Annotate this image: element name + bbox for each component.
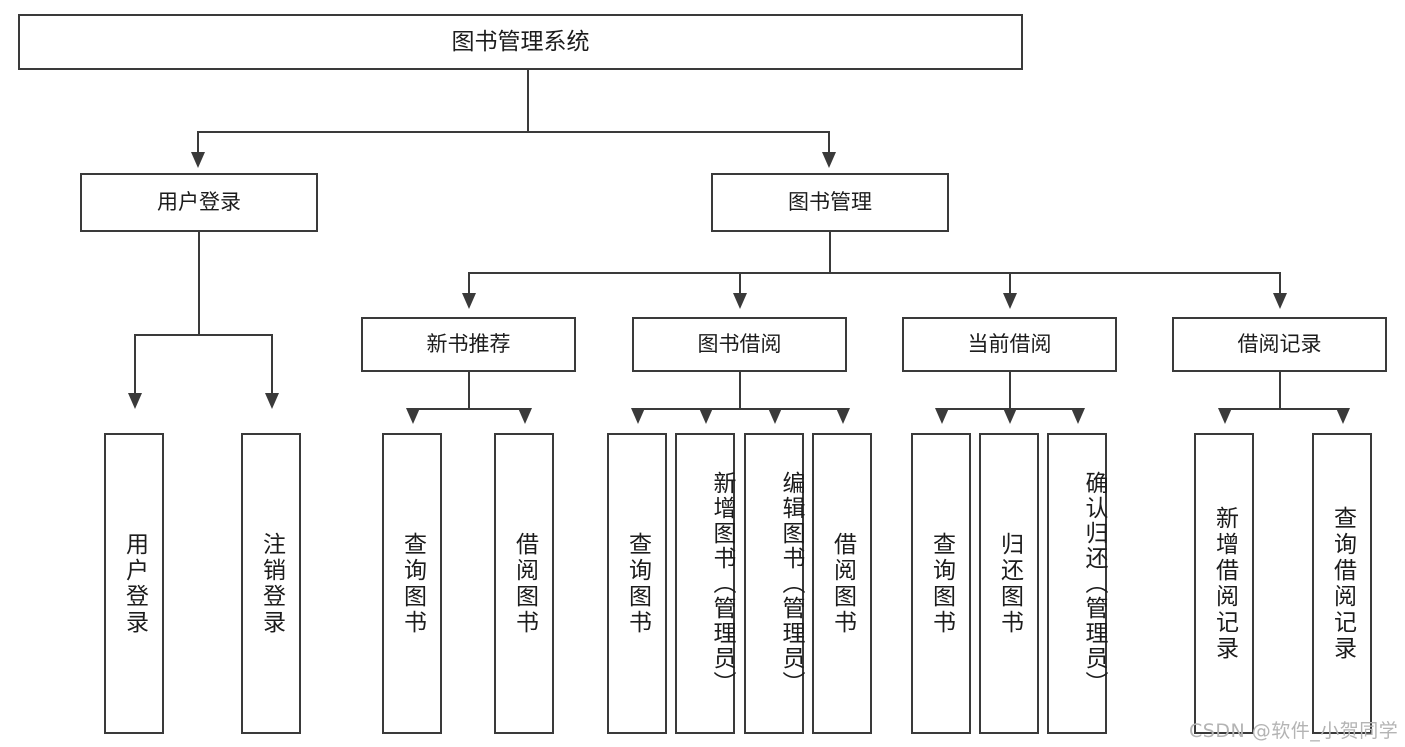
arrow-borrowrecord-1 [1336,408,1350,424]
node-label: 新增借阅记录 [1211,505,1238,662]
arrow-currentborrow-1 [1003,408,1017,424]
leaf-query-book-borrow[interactable]: 查询图书 [607,433,667,734]
connector-borrowrecord-bus [1224,408,1343,410]
node-label: 当前借阅 [967,331,1052,356]
node-label: 新增图书（管理员） [709,471,735,696]
node-label: 借阅记录 [1237,331,1322,356]
connector-root-stem [527,70,529,132]
leaf-borrow-book[interactable]: 借阅图书 [812,433,872,734]
connector-bookborrow-stem [739,372,741,410]
csdn-watermark: CSDN @软件_小贺同学 [1189,720,1399,742]
arrow-currentborrow-2 [1071,408,1085,424]
node-label: 查询图书 [399,531,426,636]
node-label: 查询借阅记录 [1329,505,1356,662]
arrow-bookborrow-3 [836,408,850,424]
arrow-level2-2 [1003,293,1017,309]
node-new-book-recommend[interactable]: 新书推荐 [361,317,576,372]
arrow-level2-0 [462,293,476,309]
node-book-management[interactable]: 图书管理 [711,173,949,232]
connector-bookmgmt-stem [829,232,831,274]
leaf-query-book-recommend[interactable]: 查询图书 [382,433,442,734]
node-borrow-record[interactable]: 借阅记录 [1172,317,1387,372]
arrow-userlogin-0 [128,393,142,409]
node-label: 借阅图书 [511,531,538,636]
leaf-confirm-return-admin[interactable]: 确认归还（管理员） [1047,433,1107,734]
node-label: 用户登录 [157,189,241,214]
connector-level1-drop-0 [197,131,199,154]
connector-userlogin-drop-1 [271,334,273,395]
node-label: 新书推荐 [426,331,511,356]
leaf-return-book[interactable]: 归还图书 [979,433,1039,734]
arrow-level1-1 [822,152,836,168]
leaf-add-book-admin[interactable]: 新增图书（管理员） [675,433,735,734]
connector-bookborrow-bus [637,408,843,410]
arrow-currentborrow-0 [935,408,949,424]
node-current-borrow[interactable]: 当前借阅 [902,317,1117,372]
node-label: 查询图书 [928,531,955,636]
node-label: 借阅图书 [829,531,856,636]
leaf-edit-book-admin[interactable]: 编辑图书（管理员） [744,433,804,734]
connector-newbook-bus [412,408,525,410]
connector-userlogin-bus [134,334,272,336]
node-book-borrow[interactable]: 图书借阅 [632,317,847,372]
node-label: 图书借阅 [697,331,782,356]
arrow-userlogin-1 [265,393,279,409]
connector-level2-drop-0 [468,272,470,295]
node-label: 编辑图书（管理员） [778,471,804,696]
connector-level1-drop-1 [828,131,830,154]
connector-level2-drop-1 [739,272,741,295]
leaf-user-login[interactable]: 用户登录 [104,433,164,734]
leaf-query-book-current[interactable]: 查询图书 [911,433,971,734]
node-label: 用户登录 [121,531,148,636]
arrow-bookborrow-2 [768,408,782,424]
node-label: 图书管理 [788,189,872,214]
connector-newbook-stem [468,372,470,410]
node-label: 注销登录 [258,531,285,636]
arrow-level2-1 [733,293,747,309]
node-label: 归还图书 [996,531,1023,636]
arrow-bookborrow-0 [631,408,645,424]
connector-borrowrecord-stem [1279,372,1281,410]
connector-level2-bus [468,272,1280,274]
node-user-login[interactable]: 用户登录 [80,173,318,232]
arrow-level1-0 [191,152,205,168]
arrow-level2-3 [1273,293,1287,309]
node-label: 确认归还（管理员） [1081,471,1107,696]
arrow-newbook-1 [518,408,532,424]
connector-userlogin-stem [198,232,200,335]
arrow-borrowrecord-0 [1218,408,1232,424]
node-label: 图书管理系统 [451,28,590,55]
arrow-bookborrow-1 [699,408,713,424]
connector-level2-drop-3 [1279,272,1281,295]
node-label: 查询图书 [624,531,651,636]
leaf-borrow-book-recommend[interactable]: 借阅图书 [494,433,554,734]
node-root-system[interactable]: 图书管理系统 [18,14,1023,70]
connector-level1-bus [197,131,829,133]
connector-currentborrow-stem [1009,372,1011,410]
leaf-add-borrow-record[interactable]: 新增借阅记录 [1194,433,1254,734]
arrow-newbook-0 [406,408,420,424]
connector-userlogin-drop-0 [134,334,136,395]
connector-level2-drop-2 [1009,272,1011,295]
leaf-query-borrow-record[interactable]: 查询借阅记录 [1312,433,1372,734]
leaf-logout[interactable]: 注销登录 [241,433,301,734]
